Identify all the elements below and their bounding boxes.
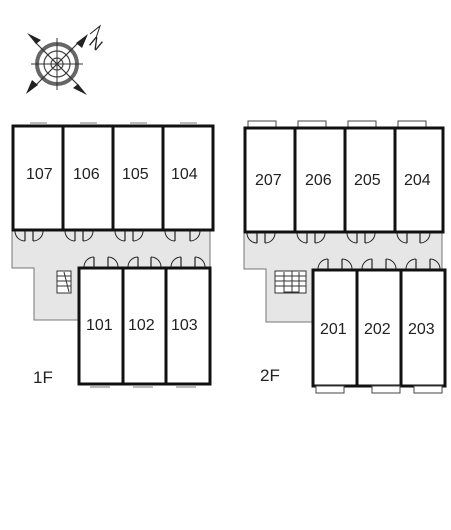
room-105 — [111, 124, 165, 232]
room-207 — [243, 126, 297, 234]
floor-2f-label: 2F — [260, 366, 280, 385]
room-202-label: 202 — [364, 321, 391, 338]
compass-rose-icon: N — [26, 24, 105, 95]
balconies-2f-back — [247, 120, 427, 129]
room-206-label: 206 — [305, 172, 332, 189]
room-104 — [161, 124, 215, 232]
room-107-label: 107 — [26, 166, 53, 183]
stair-icon — [56, 270, 72, 294]
stair-icon — [274, 270, 307, 294]
balconies-2f-front — [315, 385, 443, 394]
doors-back-1f — [14, 230, 201, 242]
room-103 — [164, 266, 212, 386]
room-203-label: 203 — [408, 321, 435, 338]
room-105-label: 105 — [122, 166, 149, 183]
room-101 — [77, 266, 125, 386]
room-102-label: 102 — [128, 317, 155, 334]
room-103-label: 103 — [171, 317, 198, 334]
room-104-label: 104 — [171, 166, 198, 183]
room-207-label: 207 — [255, 172, 282, 189]
doors-front-1f — [83, 256, 206, 268]
doors-back-2f — [246, 232, 431, 244]
room-204-label: 204 — [404, 172, 431, 189]
doors-front-2f — [317, 258, 441, 270]
room-206 — [293, 126, 347, 234]
room-107 — [11, 124, 65, 232]
compass-north-label: N — [85, 34, 105, 54]
room-106-label: 106 — [73, 166, 100, 183]
floor-1f-label: 1F — [33, 368, 53, 387]
floor-2f: 207 206 205 204 201 202 203 — [243, 120, 447, 394]
room-204 — [393, 126, 445, 234]
room-101-label: 101 — [86, 317, 113, 334]
room-201-label: 201 — [320, 321, 347, 338]
room-201 — [311, 268, 359, 388]
floor-1f: 107 106 105 104 101 102 103 — [11, 122, 215, 388]
room-205-label: 205 — [354, 172, 381, 189]
